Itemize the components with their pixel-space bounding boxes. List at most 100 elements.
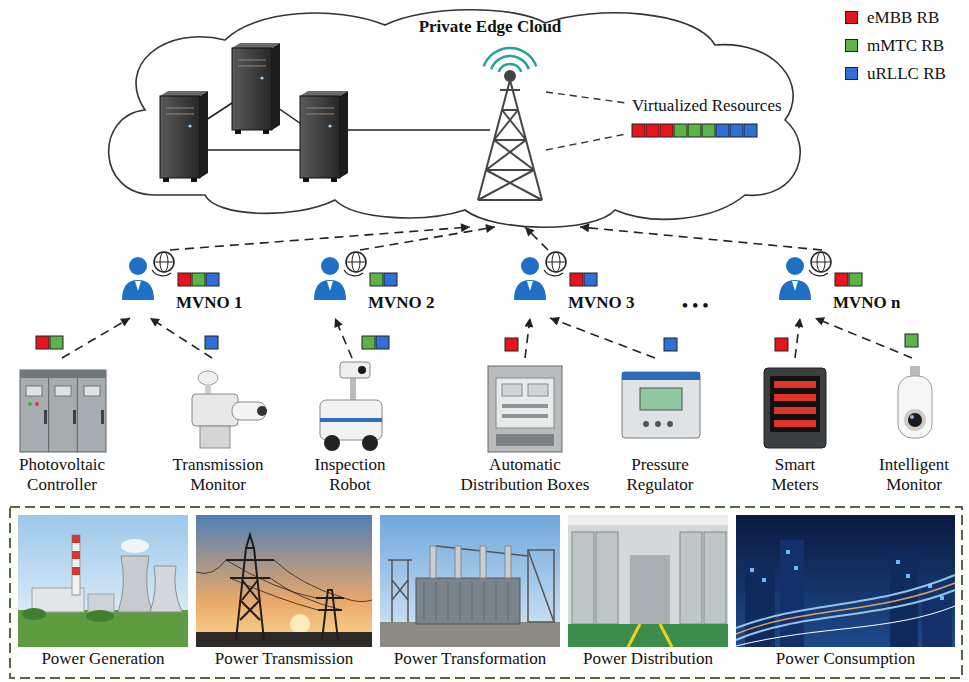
- dashed-connector: [550, 318, 655, 358]
- label-holder: • • •: [682, 296, 708, 316]
- power-transformation-picture: [392, 580, 408, 600]
- power-generation-picture: [118, 556, 152, 612]
- power-consumption-picture: [736, 575, 955, 646]
- dashed-connector: [580, 227, 822, 250]
- distribution-box-device: [488, 366, 562, 452]
- power-transformation-picture: [505, 546, 511, 578]
- dashed-connector: [525, 227, 548, 250]
- power-generation-picture: [18, 515, 188, 647]
- server-rack: [331, 178, 337, 182]
- resource-label: Virtualized Resources: [632, 96, 782, 116]
- power-consumption-picture: [736, 515, 955, 647]
- distribution-box-device: [488, 366, 562, 452]
- legend-label: mMTC RB: [867, 36, 944, 55]
- inspection-robot-device: [320, 400, 382, 440]
- resource-block-bar: [730, 124, 743, 137]
- transmission-monitor-device: [192, 371, 267, 448]
- ellipsis-label: • • •: [682, 296, 708, 316]
- server-rack: [200, 91, 208, 178]
- operator-icon: [154, 262, 174, 263]
- base-station-tower: [502, 109, 518, 111]
- base-station-tower: [486, 140, 526, 170]
- intelligent-monitor-device: [910, 415, 914, 419]
- power-transmission-picture: [246, 535, 254, 548]
- dashed-connector: [815, 318, 912, 358]
- distribution-box-device: [502, 384, 522, 396]
- operator-icon: [321, 257, 339, 275]
- power-distribution-picture: [660, 624, 672, 647]
- operator-icon: [521, 257, 539, 275]
- signal-arcs: [491, 56, 529, 69]
- resource-block-bar: [632, 124, 645, 137]
- resource-block: [362, 336, 375, 349]
- cloud-node: Private Edge Cloud: [95, 5, 810, 227]
- power-stage-panel: Power Transformation: [380, 515, 560, 672]
- inspection-robot-device: [340, 362, 370, 378]
- base-station-tower: [494, 140, 534, 170]
- inspection-robot-device: [362, 435, 378, 451]
- power-generation-picture: [86, 610, 114, 622]
- operator-icon: [779, 280, 811, 300]
- power-transformation-picture: [484, 582, 485, 620]
- transmission-monitor-device: [257, 406, 267, 416]
- smart-meter-device: [764, 368, 826, 448]
- server-rack: [300, 91, 348, 96]
- legend-swatch: [845, 67, 858, 80]
- resource-block: [36, 334, 918, 351]
- power-transmission-picture: [196, 515, 372, 647]
- power-transformation-picture: [380, 515, 560, 647]
- resource-block: [36, 336, 49, 349]
- resource-block: [192, 273, 205, 286]
- power-transformation-picture: [472, 582, 473, 620]
- device-caption: Pressure Regulator: [607, 455, 713, 495]
- power-transformation-picture: [480, 546, 486, 578]
- server-rack: [232, 48, 272, 130]
- signal-arcs: [484, 48, 537, 66]
- operator-label: MVNO 3: [568, 293, 635, 313]
- resource-block: [50, 336, 63, 349]
- leader-line: [546, 92, 626, 103]
- photovoltaic-cabinet: [28, 402, 32, 406]
- device-caption: Smart Meters: [753, 455, 837, 495]
- inspection-robot-device: [320, 362, 382, 451]
- device-caption: Inspection Robot: [298, 455, 402, 495]
- intelligent-monitor-device: [898, 376, 932, 438]
- transmission-monitor-device: [205, 384, 211, 394]
- transmission-monitor-device: [200, 426, 230, 448]
- mvno-operator: MVNO n: [771, 250, 905, 318]
- server-rack: [160, 91, 208, 182]
- server-rack: [160, 91, 208, 96]
- power-transformation-picture: [528, 550, 554, 622]
- intelligent-monitor-device: [910, 366, 920, 376]
- photovoltaic-cabinet: [55, 386, 71, 396]
- power-consumption-picture: [906, 574, 910, 578]
- power-transmission-picture: [242, 580, 258, 600]
- power-transformation-picture: [392, 580, 408, 600]
- operator-icon: [327, 281, 333, 291]
- power-device: Transmission Monitor: [158, 358, 278, 498]
- resource-block-bar: [632, 124, 757, 137]
- power-generation-picture: [22, 608, 46, 620]
- server-rack: [238, 66, 266, 67]
- server-link: [345, 129, 490, 131]
- power-generation-picture: [121, 539, 149, 553]
- dashed-connector: [170, 227, 470, 250]
- operator-label: MVNO n: [833, 293, 901, 313]
- server-rack: [272, 43, 280, 130]
- operator-icon: [314, 252, 366, 300]
- power-distribution-picture: [568, 624, 728, 647]
- power-consumption-picture: [736, 515, 955, 647]
- power-transmission-picture: [230, 577, 270, 579]
- transmission-monitor-device: [192, 394, 238, 426]
- smart-meter-device: [774, 381, 816, 388]
- photovoltaic-cabinet: [44, 410, 47, 424]
- resource-block: [570, 273, 597, 286]
- operator-icon: [546, 252, 566, 272]
- stage-caption: Power Distribution: [568, 649, 728, 669]
- operator-icon: [811, 252, 831, 272]
- stage-caption: Power Consumption: [736, 649, 955, 669]
- resource-block: [384, 273, 397, 286]
- pressure-regulator-device: [667, 421, 673, 427]
- server-rack: [340, 91, 348, 178]
